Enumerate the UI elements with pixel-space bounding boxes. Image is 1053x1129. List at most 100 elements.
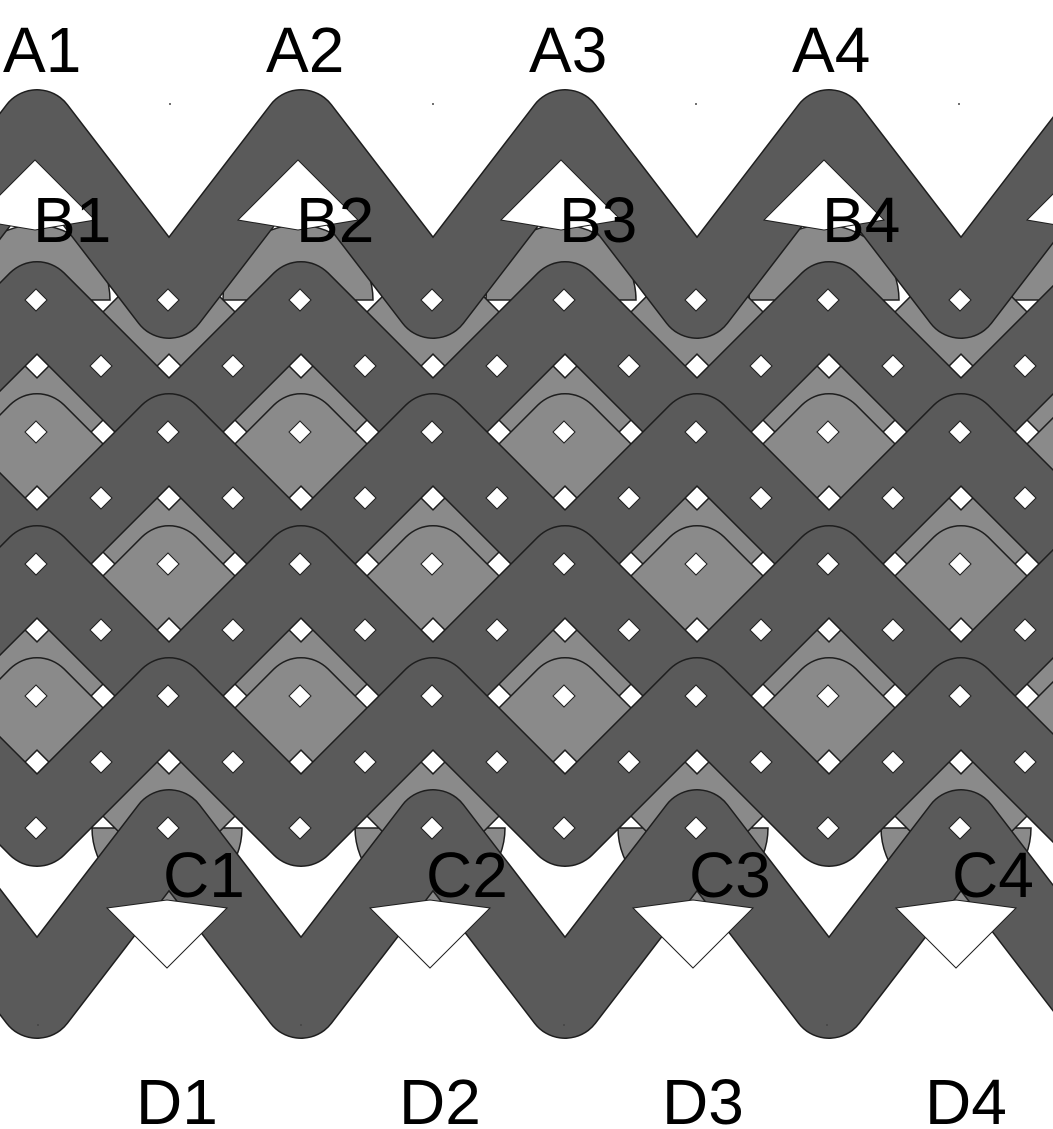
label-d2: D2: [399, 1066, 481, 1129]
crossing-gap: [1013, 750, 1037, 774]
crossing-gap: [420, 420, 444, 444]
crossing-gap: [156, 816, 180, 840]
tiny-dot: [563, 1024, 565, 1026]
bottom-loop-interior: [368, 899, 492, 969]
crossing-gap: [156, 288, 180, 312]
crossing-gap: [948, 552, 972, 576]
tiny-dot: [695, 103, 697, 105]
labels-layer: A1 A2 A3 A4 B1 B2 B3 B4 C1 C2 C3 C4 D1 D…: [3, 14, 1034, 1129]
crossing-gap: [156, 420, 180, 444]
label-c2: C2: [426, 839, 508, 911]
label-b3: B3: [559, 184, 637, 256]
tiny-dot: [826, 1024, 828, 1026]
crossing-gap: [881, 486, 905, 510]
crossing-gap: [420, 816, 444, 840]
crossing-gap: [552, 288, 576, 312]
top-loop-interior: [0, 159, 97, 231]
bottom-loop-interior: [631, 899, 755, 969]
label-d1: D1: [136, 1066, 218, 1129]
bottom-loop-interior: [105, 899, 229, 969]
crossing-gap: [749, 618, 773, 642]
crossing-gap: [1013, 618, 1037, 642]
top-loop-interior: [1025, 193, 1053, 225]
crossing-gap: [288, 288, 312, 312]
crossing-gap: [485, 750, 509, 774]
bottom-loop-interior: [894, 899, 1018, 969]
crossing-gap: [24, 816, 48, 840]
crossing-gap: [552, 420, 576, 444]
crossing-gap: [353, 486, 377, 510]
crossing-gap: [156, 552, 180, 576]
crossing-gap: [485, 354, 509, 378]
crossing-gap: [948, 816, 972, 840]
crossing-gap: [485, 486, 509, 510]
label-c1: C1: [163, 839, 245, 911]
crossing-gap: [552, 816, 576, 840]
label-d4: D4: [925, 1066, 1007, 1129]
crossing-gap: [89, 486, 113, 510]
crossing-gap: [420, 288, 444, 312]
crossing-gap: [881, 354, 905, 378]
crossing-gap: [288, 816, 312, 840]
dark-strand: [0, 790, 1053, 1038]
crossing-gap: [684, 816, 708, 840]
crossing-gap: [89, 750, 113, 774]
crossing-gap: [552, 552, 576, 576]
crossing-gap: [485, 618, 509, 642]
label-a3: A3: [529, 14, 607, 86]
crossing-gap: [156, 684, 180, 708]
crossing-gap: [288, 552, 312, 576]
crossing-gap: [288, 684, 312, 708]
crossing-gap: [24, 552, 48, 576]
crossing-gap: [617, 750, 641, 774]
crossing-gap: [749, 354, 773, 378]
tiny-dot: [300, 1024, 302, 1026]
label-b1: B1: [33, 184, 111, 256]
crossing-gap: [749, 750, 773, 774]
crossing-gap: [684, 288, 708, 312]
crossing-gap: [684, 684, 708, 708]
crossing-gap: [948, 684, 972, 708]
label-c4: C4: [952, 839, 1034, 911]
crossing-gap: [221, 618, 245, 642]
tiny-dot: [37, 1024, 39, 1026]
top-loop-interior: [762, 159, 886, 231]
crossing-gap: [617, 618, 641, 642]
crossing-gaps-layer: [0, 159, 1053, 969]
crossing-gap: [948, 288, 972, 312]
crossing-gap: [684, 420, 708, 444]
crossing-gap: [221, 354, 245, 378]
crossing-gap: [221, 486, 245, 510]
crossing-gap: [948, 420, 972, 444]
crossing-gap: [353, 354, 377, 378]
crossing-gap: [89, 618, 113, 642]
crossing-gap: [816, 816, 840, 840]
label-a4: A4: [792, 14, 870, 86]
crossing-gap: [816, 684, 840, 708]
crossing-gap: [881, 618, 905, 642]
crossing-gap: [816, 420, 840, 444]
label-a1: A1: [3, 14, 81, 86]
crossing-gap: [816, 288, 840, 312]
crossing-gap: [353, 618, 377, 642]
tiny-dot: [958, 103, 960, 105]
top-loop-interior: [499, 159, 623, 231]
crossing-gap: [749, 486, 773, 510]
crossing-gap: [288, 420, 312, 444]
crossing-gap: [617, 486, 641, 510]
crossing-gap: [1013, 354, 1037, 378]
crossing-gap: [353, 750, 377, 774]
crossing-gap: [89, 354, 113, 378]
crossing-gap: [1013, 486, 1037, 510]
crossing-gap: [684, 552, 708, 576]
crossing-gap: [617, 354, 641, 378]
tiny-dots-layer: [37, 103, 960, 1026]
label-b4: B4: [822, 184, 900, 256]
crossing-gap: [221, 750, 245, 774]
crossing-gap: [24, 288, 48, 312]
top-loop-interior: [236, 159, 360, 231]
label-a2: A2: [266, 14, 344, 86]
crossing-gap: [552, 684, 576, 708]
dark-strand: [0, 90, 1053, 338]
